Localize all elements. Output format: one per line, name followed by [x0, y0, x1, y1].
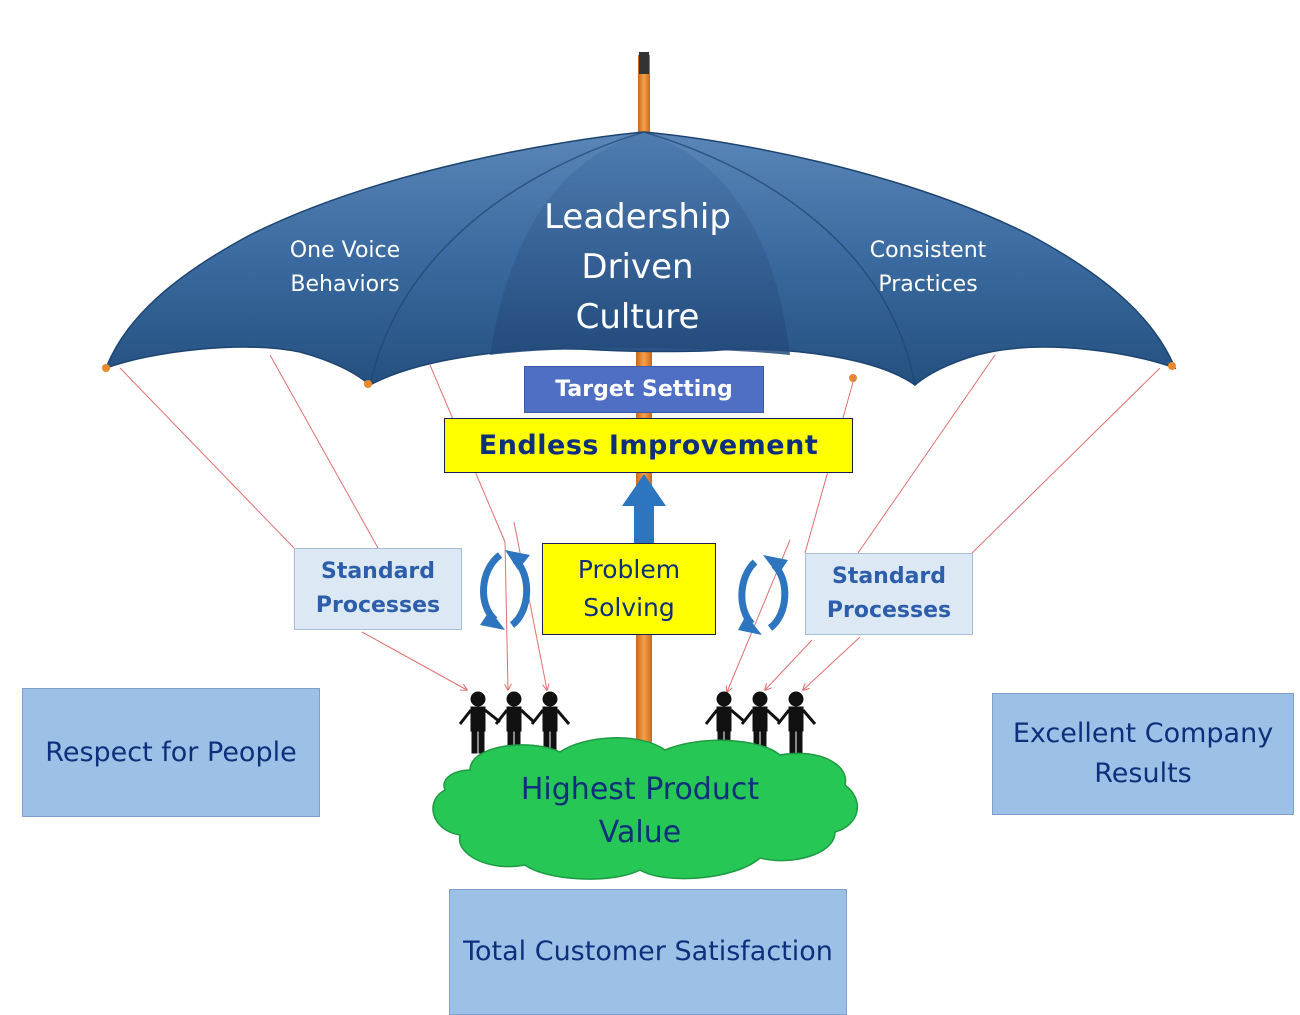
standard-processes-right-box: Standard Processes	[805, 553, 973, 635]
problem-solving-box: Problem Solving	[542, 543, 716, 635]
standard-processes-line: Processes	[826, 598, 952, 623]
target-setting-box: Target Setting	[524, 366, 764, 413]
highest-product-value-line: Value	[598, 815, 682, 850]
canopy-title-line: Leadership	[544, 197, 731, 237]
up-arrow-icon	[622, 474, 666, 545]
canopy-right-line: Practices	[878, 272, 978, 297]
canopy-left-line: One Voice	[289, 238, 401, 263]
excellent-company-results-box: Excellent Company Results	[992, 693, 1294, 815]
problem-solving-line: Problem	[577, 555, 681, 584]
problem-solving-line: Solving	[583, 593, 675, 622]
cycle-arrows-icon	[738, 555, 789, 635]
people-group-icon	[704, 691, 817, 754]
connector-lines	[119, 354, 1161, 692]
cycle-arrows-icon	[480, 550, 531, 630]
excellent-company-results-line: Excellent Company	[1012, 718, 1274, 749]
endless-improvement-label: Endless Improvement	[478, 430, 819, 461]
respect-for-people-label: Respect for People	[45, 736, 297, 768]
leadership-driven-culture-label: Leadership Driven Culture	[505, 192, 770, 342]
canopy-title-line: Culture	[575, 297, 700, 337]
endless-improvement-box: Endless Improvement	[444, 418, 853, 473]
canopy-right-line: Consistent	[869, 238, 987, 263]
standard-processes-line: Processes	[315, 593, 441, 618]
standard-processes-line: Standard	[320, 559, 436, 584]
umbrella-canopy	[102, 131, 1177, 388]
canopy-title-line: Driven	[581, 247, 694, 287]
canopy-left-line: Behaviors	[290, 272, 400, 297]
total-customer-satisfaction-label: Total Customer Satisfaction	[463, 936, 833, 967]
one-voice-behaviors-label: One Voice Behaviors	[255, 234, 435, 302]
consistent-practices-label: Consistent Practices	[838, 234, 1018, 302]
highest-product-value-label: Highest Product Value	[500, 768, 780, 854]
standard-processes-left-box: Standard Processes	[294, 548, 462, 630]
total-customer-satisfaction-box: Total Customer Satisfaction	[449, 889, 847, 1015]
excellent-company-results-line: Results	[1094, 758, 1192, 789]
target-setting-label: Target Setting	[555, 377, 733, 402]
respect-for-people-box: Respect for People	[22, 688, 320, 817]
highest-product-value-cloud	[432, 737, 859, 880]
people-group-icon	[458, 691, 571, 754]
highest-product-value-line: Highest Product	[520, 772, 760, 807]
standard-processes-line: Standard	[831, 564, 947, 589]
